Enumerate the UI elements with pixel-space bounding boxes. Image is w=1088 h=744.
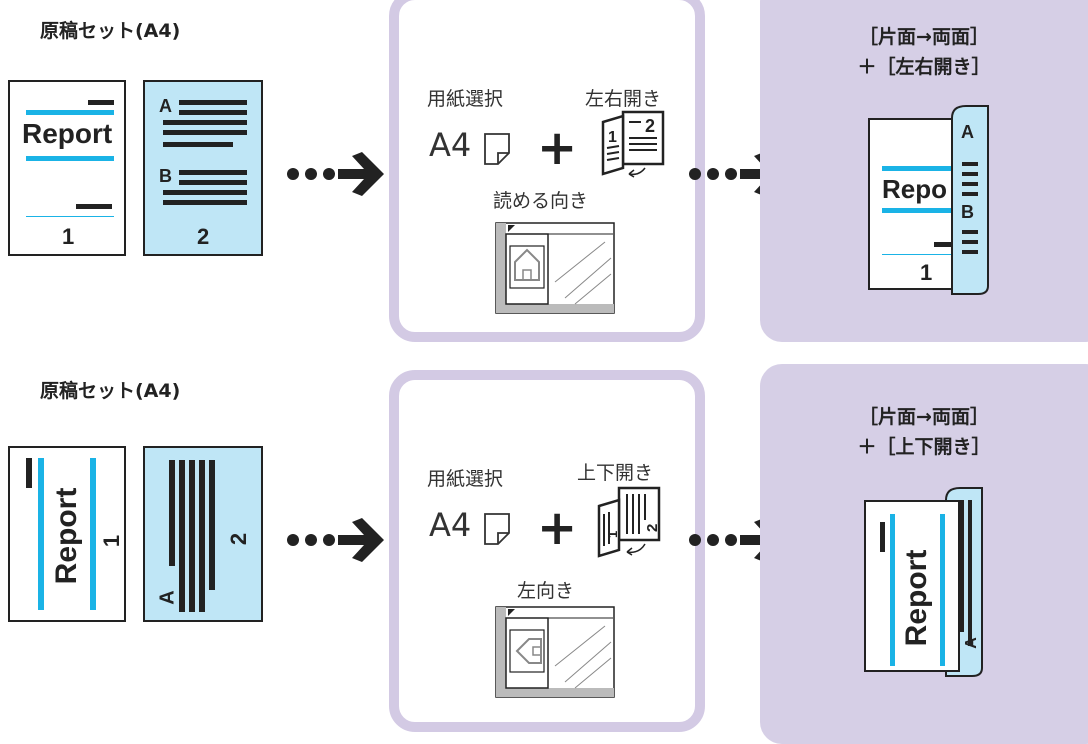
result-report-label: Report <box>900 549 933 647</box>
portrait-paper-icon <box>484 513 510 545</box>
paper-size-value: A4 <box>429 126 472 164</box>
text-line <box>179 110 247 115</box>
cyan-rule-bottom <box>882 208 972 213</box>
text-line <box>163 190 247 195</box>
page-number: 1 <box>62 224 75 249</box>
result-marker-a: A <box>962 637 980 649</box>
text-line <box>179 100 247 105</box>
page-number: 1 <box>99 534 125 548</box>
svg-text:1: 1 <box>608 129 617 146</box>
result-mode-line2: ＋［上下開き］ <box>857 436 991 458</box>
footer-line <box>26 216 114 217</box>
paper-select-label: 用紙選択 <box>427 88 504 110</box>
left-right-binding-icon: 2 1 <box>601 110 665 178</box>
page-curl-icon <box>951 105 989 295</box>
cyan-rule-bottom <box>26 156 114 161</box>
footer-line <box>882 254 972 255</box>
text-line <box>179 180 247 185</box>
result-report-label: Repo <box>882 174 947 204</box>
text-line <box>199 460 205 612</box>
left-orientation-icon <box>495 606 615 698</box>
orientation-label: 左向き <box>517 580 575 602</box>
binding-label: 左右開き <box>585 88 662 110</box>
cyan-rule-right <box>940 514 945 666</box>
marker-a: A <box>159 96 172 116</box>
text-line <box>163 142 233 147</box>
text-line <box>163 120 247 125</box>
report-label: Report <box>22 118 113 149</box>
portrait-paper-icon <box>484 133 510 165</box>
svg-text:2: 2 <box>644 524 661 532</box>
text-line <box>179 460 185 612</box>
text-line <box>209 460 215 590</box>
cyan-rule-top <box>882 166 972 171</box>
plus-sign: + <box>537 120 578 176</box>
paper-select-label: 用紙選択 <box>427 468 504 490</box>
svg-text:1: 1 <box>605 531 620 538</box>
plus-sign: + <box>537 500 578 556</box>
cyan-rule-right <box>90 458 96 610</box>
text-line <box>189 460 195 612</box>
flow-arrow-icon <box>287 152 384 196</box>
result-marker-b: B <box>961 202 974 222</box>
cyan-rule-top <box>26 110 114 115</box>
top-rule <box>880 522 885 552</box>
marker-a: A <box>156 590 179 605</box>
top-rule <box>88 100 114 105</box>
text-line <box>169 460 175 566</box>
bottom-rule <box>934 242 960 247</box>
text-line <box>179 170 247 175</box>
row2-settings-card: 用紙選択 上下開き A4 + 2 1 左向き <box>389 370 705 732</box>
readable-orientation-icon <box>495 222 615 314</box>
result-mode-line2: ＋［左右開き］ <box>857 56 991 78</box>
row2-original-page-2: A 2 <box>143 446 263 622</box>
svg-text:2: 2 <box>645 116 655 136</box>
result-mode-line1: ［片面→両面］ <box>859 26 989 48</box>
top-bottom-binding-icon: 2 1 <box>597 486 661 558</box>
page-number: 2 <box>197 224 210 249</box>
row2-title: 原稿セット(A4) <box>40 380 181 402</box>
result-mode-line1: ［片面→両面］ <box>859 406 989 428</box>
result-marker-a: A <box>961 122 974 142</box>
text-line <box>163 200 247 205</box>
result-page-number: 1 <box>920 260 933 285</box>
row1-title: 原稿セット(A4) <box>40 20 181 42</box>
marker-b: B <box>159 166 172 186</box>
text-line <box>163 130 247 135</box>
binding-label: 上下開き <box>577 462 654 484</box>
cyan-rule-left <box>890 514 895 666</box>
flow-arrow-icon <box>287 518 384 562</box>
row1-original-page-2: A B 2 <box>143 80 263 256</box>
bottom-rule <box>76 204 112 209</box>
orientation-label: 読める向き <box>493 190 589 212</box>
row1-original-page-1: Report 1 <box>8 80 126 256</box>
row2-result-panel: ［片面→両面］ ＋［上下開き］ Report A <box>760 364 1088 744</box>
paper-size-value: A4 <box>429 506 472 544</box>
row1-result-panel: ［片面→両面］ ＋［左右開き］ Repo 1 A B <box>760 0 1088 342</box>
result-front-page: Report <box>864 500 960 672</box>
cyan-rule-left <box>38 458 44 610</box>
row1-settings-card: 用紙選択 左右開き A4 + 2 1 読める向き <box>389 0 705 342</box>
page-number: 2 <box>226 532 252 546</box>
top-rule <box>26 458 32 488</box>
row2-original-page-1: Report 1 <box>8 446 126 622</box>
report-label: Report <box>50 487 83 585</box>
